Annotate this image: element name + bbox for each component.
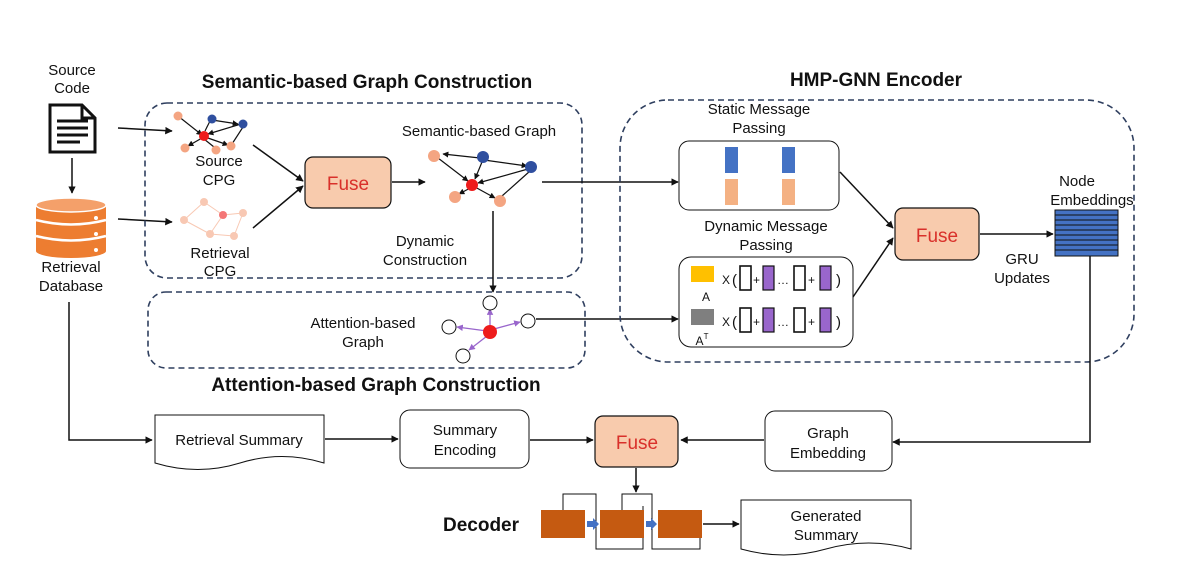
generated-summary-box — [740, 499, 912, 556]
paren-close-at: ) — [836, 314, 841, 331]
source-cpg-graph — [173, 111, 248, 155]
graph-embedding-label-line1: Graph — [807, 425, 849, 442]
summary-encoding-label-line2: Encoding — [434, 442, 497, 459]
vector-white-at2 — [793, 307, 806, 333]
decoder-blocks — [541, 493, 702, 550]
retrieval-cpg-graph — [180, 198, 247, 240]
encoder-fuse-label: Fuse — [916, 226, 958, 247]
dots-at: … — [777, 315, 789, 329]
plus-a1: + — [753, 273, 760, 287]
vector-white-a1 — [739, 265, 752, 291]
attention-section-title: Attention-based Graph Construction — [211, 375, 540, 396]
matrix-a-label: A — [702, 290, 710, 304]
retrieval-database-label-line1: Retrieval — [41, 259, 100, 276]
semantic-fuse-box — [304, 156, 392, 209]
dots-a: … — [777, 273, 789, 287]
decoder-label: Decoder — [443, 515, 520, 536]
static-bar-blue-2 — [782, 147, 795, 173]
dynamic-construction-label-line2: Construction — [383, 252, 467, 269]
gru-label-line2: Updates — [994, 270, 1050, 287]
retrieval-cpg-label-line2: CPG — [204, 263, 237, 280]
static-bar-orange-2 — [782, 179, 795, 205]
semantic-section-box — [144, 102, 583, 279]
semantic-graph — [428, 150, 537, 207]
static-bar-orange-1 — [725, 179, 738, 205]
static-mp-label-line1: Static Message — [708, 101, 811, 118]
times-symbol-at: X — [722, 315, 730, 329]
document-icon — [48, 103, 97, 154]
paren-close-a: ) — [836, 272, 841, 289]
vector-purple-at2 — [819, 307, 832, 333]
vector-white-a2 — [793, 265, 806, 291]
source-code-label-line1: Source — [48, 62, 96, 79]
retrieval-summary-box — [154, 414, 325, 470]
semantic-graph-label: Semantic-based Graph — [402, 123, 556, 140]
dynamic-mp-label-line1: Dynamic Message — [704, 218, 827, 235]
plus-a2: + — [808, 273, 815, 287]
dynamic-to-fuse-arrow — [852, 237, 894, 298]
source-cpg-label-line2: CPG — [203, 172, 236, 189]
encoder-fuse-box — [894, 207, 980, 261]
encoder-title: HMP-GNN Encoder — [790, 70, 963, 91]
dynamic-mp-label-line2: Passing — [739, 237, 792, 254]
plus-at1: + — [753, 315, 760, 329]
times-symbol-a: X — [722, 273, 730, 287]
embeddings-to-graph-embedding-arrow — [892, 256, 1091, 446]
retrieval-cpg-label-line1: Retrieval — [190, 245, 249, 262]
semantic-section-title: Semantic-based Graph Construction — [202, 72, 532, 93]
semantic-fuse-label: Fuse — [327, 174, 369, 195]
gru-label-line1: GRU — [1005, 251, 1038, 268]
summary-encoding-box — [399, 409, 530, 469]
attention-graph — [441, 295, 536, 364]
node-embeddings-label-line2: Embeddings — [1050, 192, 1133, 209]
attention-section-box — [147, 291, 586, 369]
graph-embedding-label-line2: Embedding — [790, 445, 866, 462]
generated-summary-label-line2: Summary — [794, 527, 859, 544]
vector-purple-a1 — [762, 265, 775, 291]
paren-open-a: ( — [732, 272, 737, 289]
retrieval-summary-label: Retrieval Summary — [175, 432, 303, 449]
source-cpg-to-fuse-arrow — [252, 144, 304, 182]
generated-summary-label-line1: Generated — [791, 508, 862, 525]
attention-graph-label-line1: Attention-based — [310, 315, 415, 332]
bottom-fuse-label: Fuse — [616, 433, 658, 454]
dynamic-construction-label-line1: Dynamic — [396, 233, 455, 250]
retrieval-database-label-line2: Database — [39, 278, 103, 295]
source-code-label-line2: Code — [54, 80, 90, 97]
graph-embedding-box — [764, 410, 893, 472]
plus-at2: + — [808, 315, 815, 329]
code-to-cpg-arrow — [117, 126, 173, 135]
matrix-at-label: AT — [696, 332, 709, 348]
node-embeddings-label-line1: Node — [1059, 173, 1095, 190]
bottom-fuse-box — [594, 415, 679, 468]
attention-graph-label-line2: Graph — [342, 334, 384, 351]
dynamic-mp-box — [678, 256, 854, 348]
vector-purple-at1 — [762, 307, 775, 333]
database-icon — [35, 197, 107, 258]
db-to-retrieval-summary-arrow — [68, 302, 153, 444]
summary-encoding-label-line1: Summary — [433, 422, 498, 439]
static-mp-box — [678, 140, 840, 211]
static-bar-blue-1 — [725, 147, 738, 173]
source-cpg-label-line1: Source — [195, 153, 243, 170]
static-to-fuse-arrow — [839, 171, 894, 229]
static-mp-label-line2: Passing — [732, 120, 785, 137]
vector-white-at1 — [739, 307, 752, 333]
retrieval-cpg-to-fuse-arrow — [252, 185, 304, 229]
vector-purple-a2 — [819, 265, 832, 291]
paren-open-at: ( — [732, 314, 737, 331]
node-embeddings-matrix — [1054, 209, 1119, 257]
matrix-a — [691, 266, 714, 282]
matrix-at — [691, 309, 714, 325]
encoder-box — [619, 99, 1135, 363]
